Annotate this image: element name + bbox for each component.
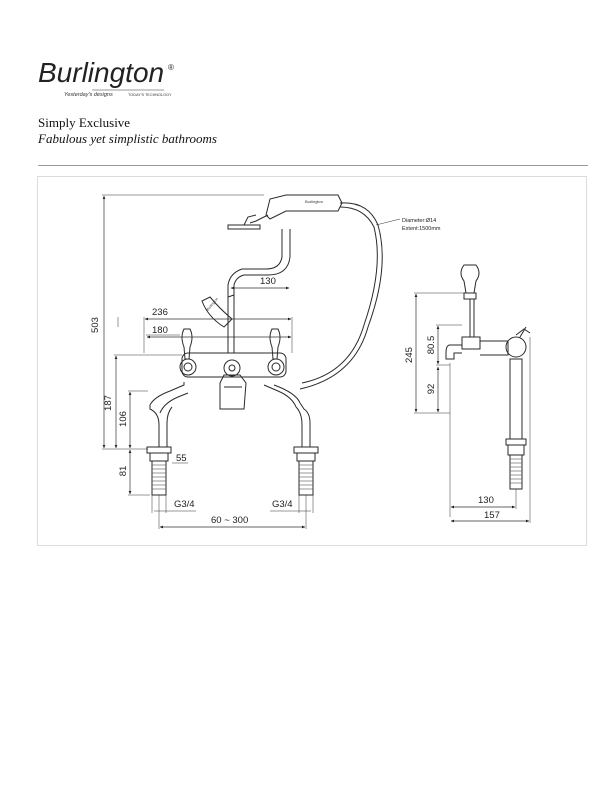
left-nut [146, 446, 172, 454]
side-spout [445, 344, 462, 360]
dim-236: 236 [152, 307, 168, 318]
side-lever-handle [460, 264, 480, 294]
logo-tagline-left: Yesterday's designs [64, 92, 113, 98]
shower-hose [299, 202, 383, 390]
dim-60-300: 60 ~ 300 [211, 515, 248, 526]
dim-92: 92 [426, 384, 437, 395]
tap-body-bar [181, 352, 287, 378]
side-valve-body [461, 336, 481, 350]
right-nut [293, 446, 319, 454]
left-threaded-tail [151, 460, 167, 496]
dim-130-front: 130 [260, 276, 276, 287]
front-dimension-labels: 503 187 106 81 236 180 130 55 G3/4 G3/4 … [90, 276, 293, 526]
front-dimension-lines [102, 194, 314, 529]
dim-187: 187 [103, 395, 114, 411]
dim-80-5: 80.5 [426, 336, 437, 355]
side-leg [509, 358, 523, 440]
right-valve-front [267, 358, 285, 376]
left-leg-front [149, 405, 160, 447]
dim-157: 157 [484, 510, 500, 521]
right-leg-front [295, 406, 303, 447]
registered-mark: ® [168, 63, 174, 72]
header-divider [38, 165, 588, 166]
hose-diameter-note: Diameter:Ø14 [402, 218, 436, 224]
side-dimension-labels: 245 80.5 92 130 157 [404, 336, 500, 521]
dim-81: 81 [118, 466, 129, 477]
left-arm [149, 382, 185, 406]
technical-drawing: Burlington Burlington Diameter:Ø14 Exten… [90, 194, 531, 529]
technical-drawing-frame: Burlington Burlington Diameter:Ø14 Exten… [37, 176, 587, 546]
right-arm [263, 384, 297, 408]
diverter-knob [223, 359, 241, 377]
side-threaded-tail [509, 454, 523, 490]
spout-front [219, 374, 247, 410]
side-view-outline [445, 264, 531, 490]
left-lever-handle [181, 328, 193, 360]
dim-180: 180 [152, 325, 168, 336]
dim-106: 106 [118, 411, 129, 427]
dim-g34-left: G3/4 [174, 499, 195, 510]
right-threaded-tail [298, 460, 314, 496]
handset-riser [227, 294, 235, 353]
dim-503: 503 [90, 317, 101, 333]
handset-logo-text: Burlington [305, 199, 323, 204]
right-lever-handle [269, 328, 281, 360]
side-diverter [505, 336, 527, 358]
side-dimension-lines [414, 292, 531, 523]
dim-55: 55 [176, 453, 187, 464]
burlington-logo: Burlington ® Yesterday's designs TODAY'S… [38, 57, 174, 98]
hose-front-curve [227, 229, 283, 301]
front-view-outline [146, 194, 383, 496]
dim-245: 245 [404, 347, 415, 363]
shower-rose [227, 224, 261, 230]
page-subheading: Fabulous yet simplistic bathrooms [38, 131, 217, 146]
dim-130-side: 130 [478, 495, 494, 506]
thread-hatching [152, 464, 313, 490]
hose-extent-note: Extent:1500mm [402, 226, 441, 232]
hose-leader-line [375, 218, 401, 226]
side-diverter-lever [519, 326, 527, 338]
logo-tagline-right: TODAY'S TECHNOLOGY [128, 93, 172, 97]
page-heading: Simply Exclusive [38, 115, 131, 130]
logo-wordmark: Burlington [38, 57, 164, 88]
dim-g34-right: G3/4 [272, 499, 293, 510]
